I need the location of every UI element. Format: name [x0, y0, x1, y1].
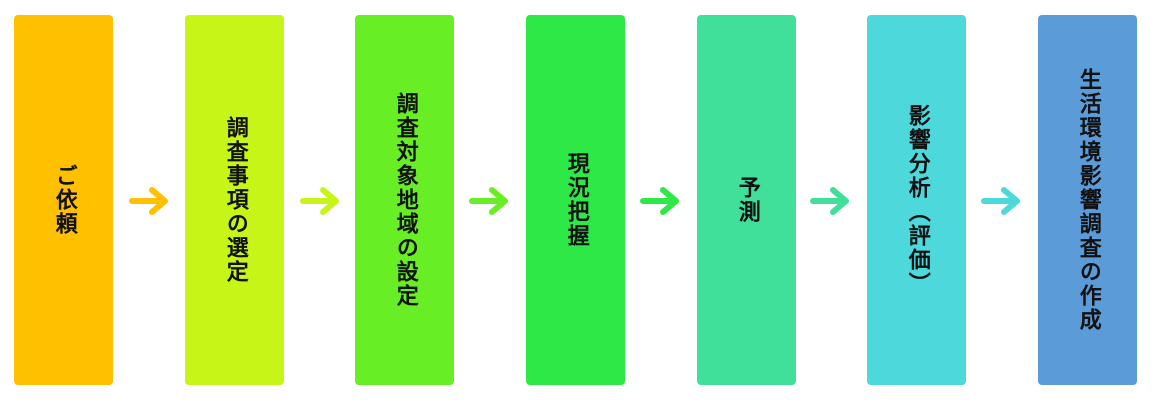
step-impact-analysis: 影響分析（評価）: [867, 15, 966, 385]
step-survey-items: 調査事項の選定: [185, 15, 284, 385]
step-request: ご依頼: [14, 15, 113, 385]
step-report: 生活環境影響調査の作成: [1038, 15, 1137, 385]
step-current-status: 現況把握: [526, 15, 625, 385]
step-target-area: 調査対象地域の設定: [355, 15, 454, 385]
step-label: 現況把握: [563, 152, 589, 248]
arrow-right-icon: [639, 185, 681, 217]
step-label: 影響分析（評価）: [904, 104, 930, 296]
step-label: 生活環境影響調査の作成: [1075, 68, 1101, 332]
step-label: 調査事項の選定: [222, 116, 248, 284]
step-prediction: 予測: [697, 15, 796, 385]
arrow-right-icon: [468, 185, 510, 217]
arrow-right-icon: [980, 185, 1022, 217]
step-label: ご依頼: [51, 164, 77, 236]
step-label: 調査対象地域の設定: [392, 92, 418, 308]
step-label: 予測: [734, 176, 760, 224]
arrow-right-icon: [299, 185, 341, 217]
arrow-right-icon: [809, 185, 851, 217]
arrow-right-icon: [128, 185, 170, 217]
